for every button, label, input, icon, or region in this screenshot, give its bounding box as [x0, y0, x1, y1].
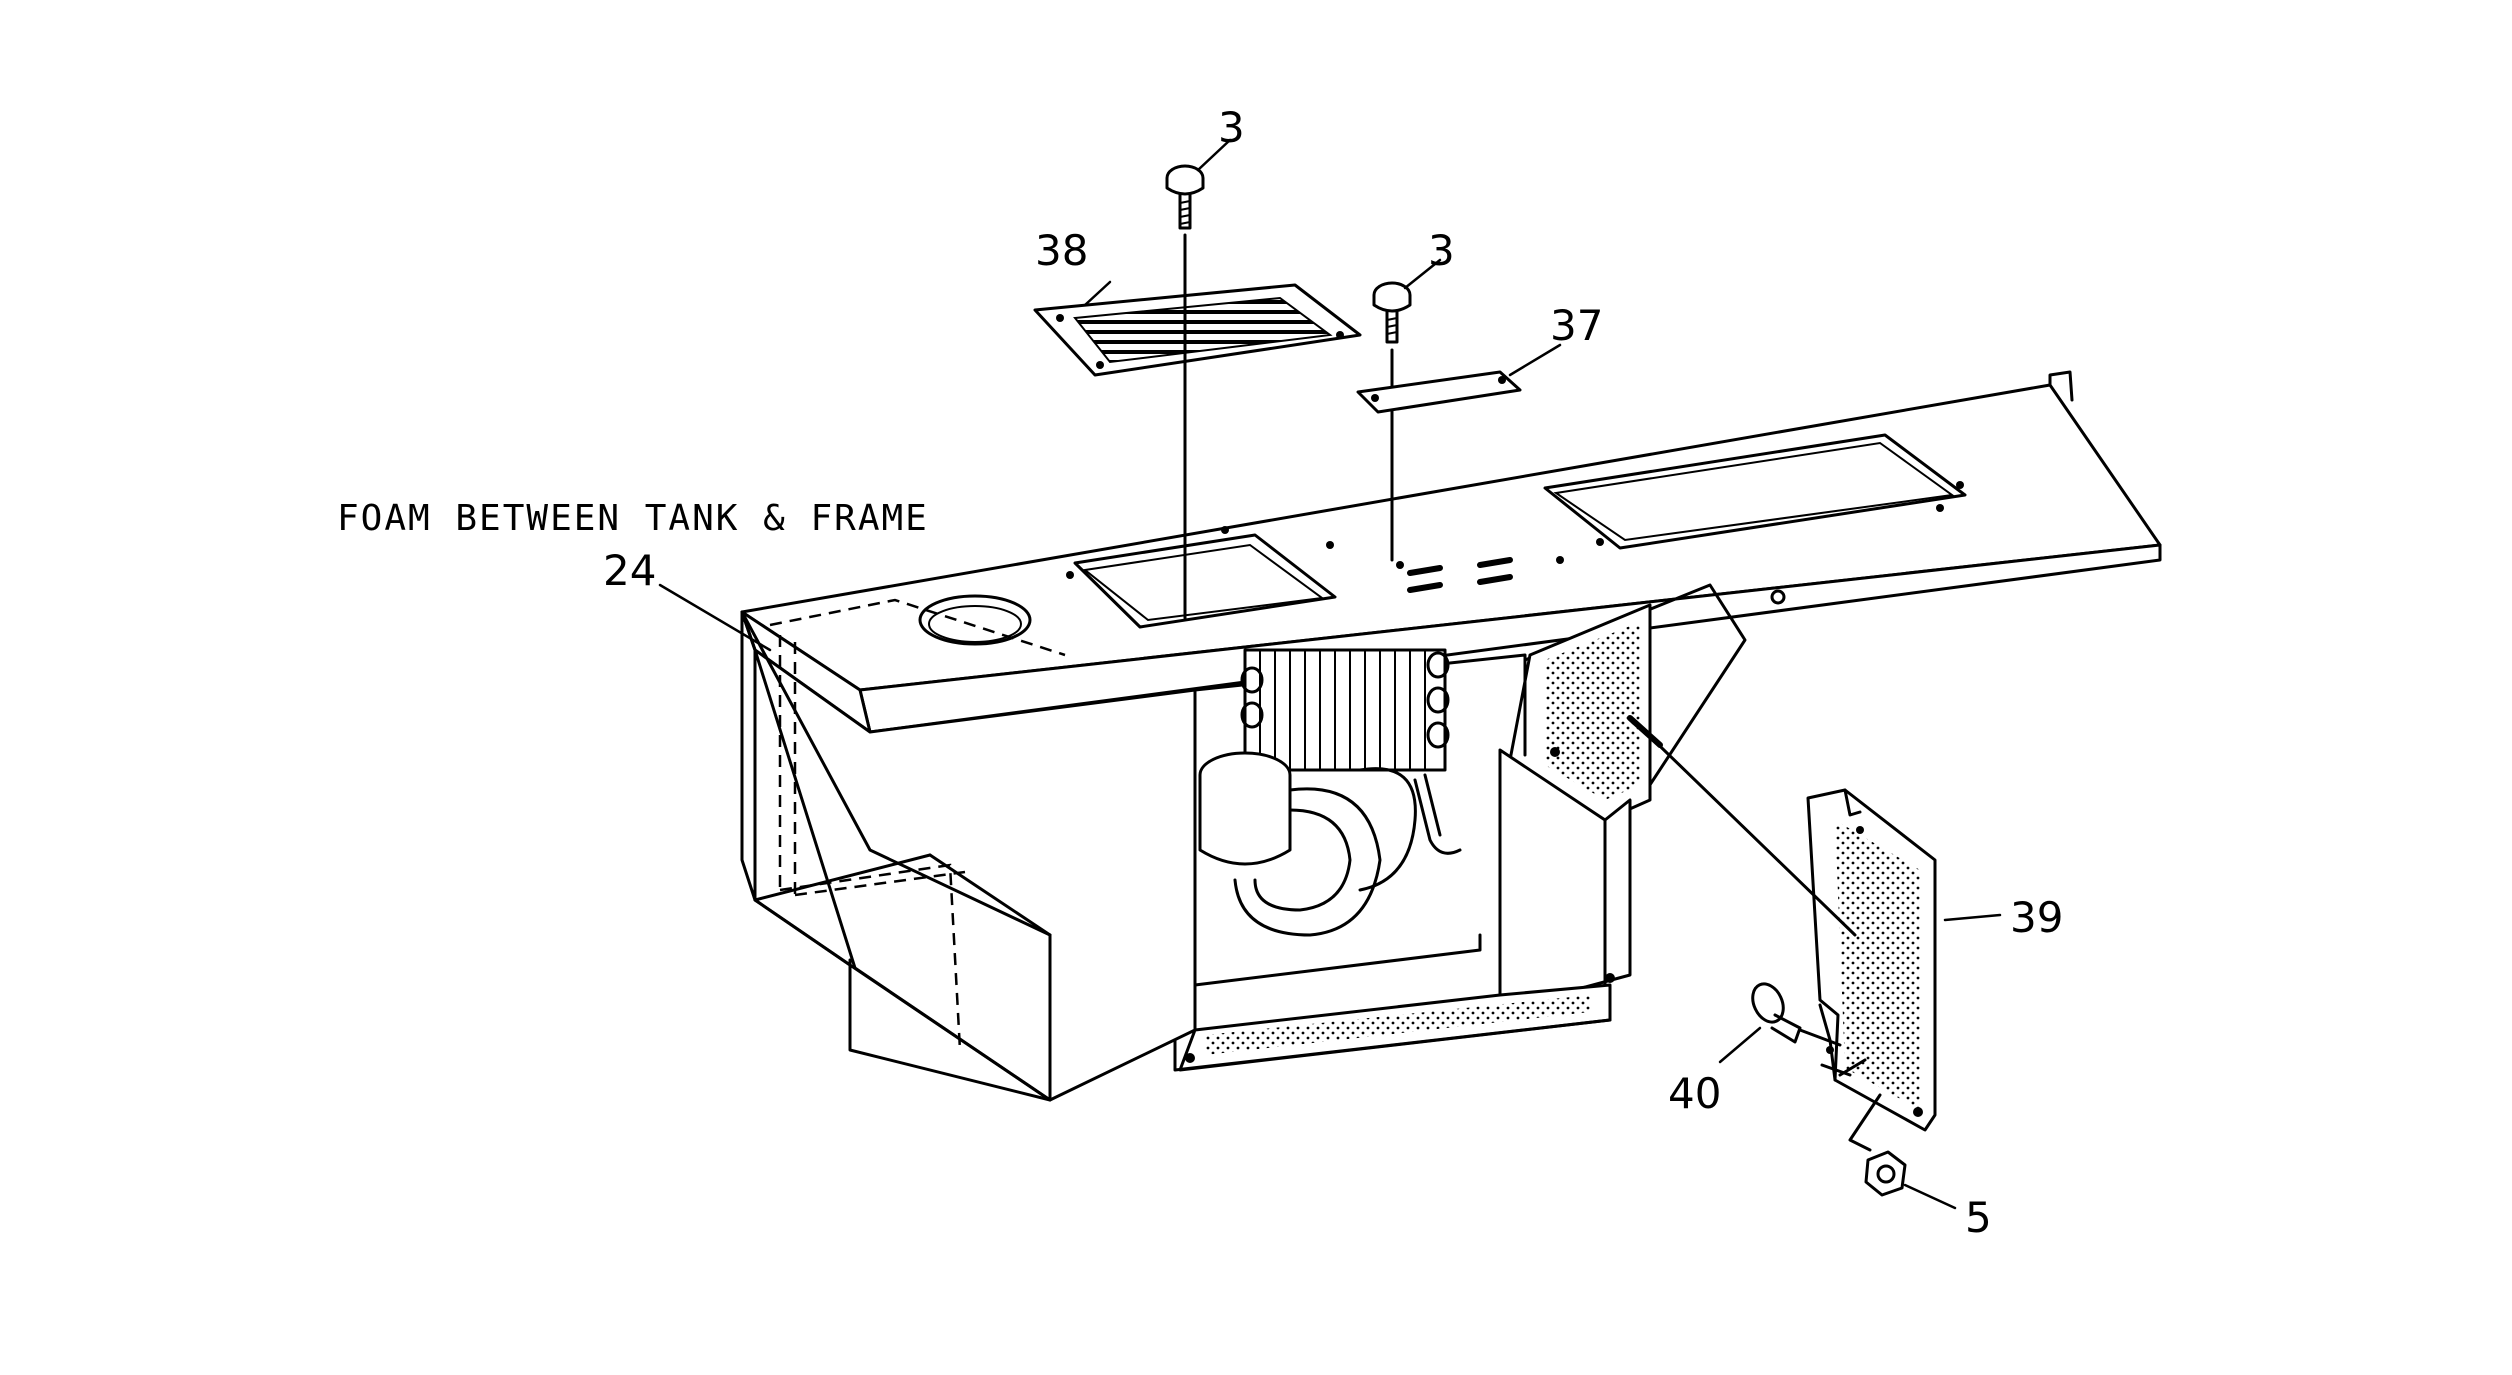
tank-front: [753, 648, 1197, 1102]
screw-left-part-3: [1165, 164, 1205, 620]
grille-part-38: [1033, 283, 1362, 377]
label-panel: 39: [2010, 893, 2063, 942]
frame-opening-right: [1543, 433, 1967, 550]
leader-lines: [658, 138, 2002, 1210]
label-nut: 5: [1965, 1193, 1992, 1242]
bolt-part-40: [1751, 982, 1882, 1152]
label-bolt: 40: [1668, 1069, 1721, 1118]
label-foam: 24: [603, 546, 656, 595]
screw-right-part-3: [1372, 281, 1412, 562]
frame-opening-left: [1073, 533, 1337, 629]
condenser-coil: [1198, 648, 1462, 937]
label-grille: 38: [1035, 226, 1088, 275]
frame-assembly: [740, 370, 2162, 1102]
plate-part-37: [1356, 370, 1522, 414]
frame-slots: [1066, 481, 1964, 593]
tank-round-opening: [918, 594, 1032, 646]
label-screw-left: 3: [1218, 103, 1245, 152]
label-screw-right: 3: [1428, 226, 1455, 275]
label-plate: 37: [1550, 301, 1603, 350]
nut-part-5: [1864, 1150, 1907, 1197]
label-foam-note: FOAM BETWEEN TANK & FRAME: [337, 498, 929, 539]
